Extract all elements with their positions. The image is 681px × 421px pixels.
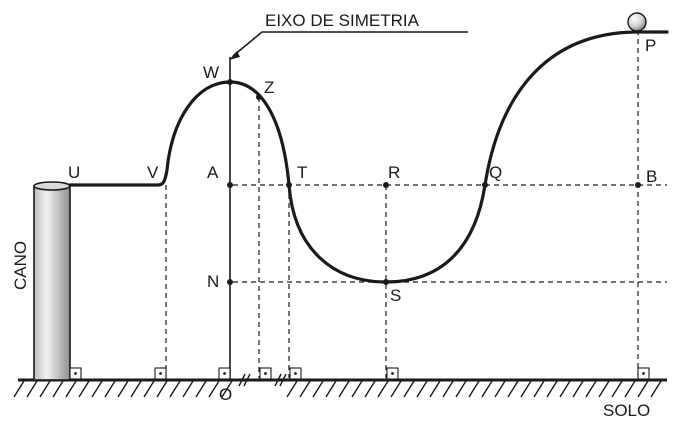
label-n: N: [207, 272, 219, 291]
symmetry-axis: [229, 31, 468, 387]
ground-hatch-mark: [364, 380, 376, 398]
ground-hatch-mark: [598, 380, 610, 398]
ground-hatch-mark: [481, 380, 493, 398]
label-w: W: [203, 63, 219, 82]
ground-hatch-mark: [377, 380, 389, 398]
ground-hatch-mark: [39, 380, 51, 398]
points: [227, 79, 641, 285]
ground-hatch-mark: [429, 380, 441, 398]
ground-hatch-mark: [52, 380, 64, 398]
label-a: A: [207, 163, 219, 182]
ground-hatch-mark: [169, 380, 181, 398]
ground-hatch-mark: [637, 380, 649, 398]
symmetry-axis-title: EIXO DE SIMETRIA: [265, 11, 420, 30]
ground-hatch-mark: [494, 380, 506, 398]
ground-hatch-mark: [455, 380, 467, 398]
ground-hatch-mark: [78, 380, 90, 398]
ground-hatch-mark: [559, 380, 571, 398]
ground-hatch-mark: [130, 380, 142, 398]
ground-hatch-mark: [520, 380, 532, 398]
ground-hatch-mark: [507, 380, 519, 398]
ground-hatch-mark: [143, 380, 155, 398]
ground-hatch-mark: [26, 380, 38, 398]
label-v: V: [147, 163, 159, 182]
ground-hatch-mark: [182, 380, 194, 398]
ground-hatching: [13, 380, 662, 398]
ball: [627, 12, 647, 32]
ground-hatch-mark: [65, 380, 77, 398]
ground-hatch-mark: [468, 380, 480, 398]
point-t: [286, 182, 292, 188]
point-z: [256, 94, 262, 100]
point-s: [383, 279, 389, 285]
label-q: Q: [489, 163, 502, 182]
label-solo: SOLO: [603, 401, 650, 420]
ground-hatch-mark: [403, 380, 415, 398]
point-n: [227, 279, 233, 285]
ground-hatch-mark: [442, 380, 454, 398]
ground-hatch-mark: [91, 380, 103, 398]
label-cano: CANO: [11, 241, 30, 290]
right-angle-markers: [69, 367, 650, 380]
ground-hatch-mark: [546, 380, 558, 398]
ground-hatch-mark: [104, 380, 116, 398]
label-p: P: [645, 36, 656, 55]
label-u: U: [68, 163, 80, 182]
ground-hatch-mark: [195, 380, 207, 398]
ground-hatch-mark: [572, 380, 584, 398]
point-w: [227, 79, 233, 85]
ground-hatch-mark: [416, 380, 428, 398]
ground-hatch-mark: [624, 380, 636, 398]
labels: EIXO DE SIMETRIA U V W Z A T R Q B P N S…: [11, 11, 657, 420]
label-t: T: [297, 163, 307, 182]
point-b: [635, 182, 641, 188]
label-z: Z: [264, 78, 274, 97]
ground-hatch-mark: [325, 380, 337, 398]
reference-lines: [51, 30, 667, 378]
ground-hatch-mark: [13, 380, 25, 398]
ground-hatch-mark: [156, 380, 168, 398]
track-curve: [68, 30, 669, 284]
ground-hatch-mark: [351, 380, 363, 398]
ground-hatch-mark: [221, 380, 233, 398]
label-s: S: [390, 286, 401, 305]
pipe: [33, 181, 71, 381]
label-o: O: [219, 385, 232, 404]
point-a: [227, 182, 233, 188]
ground-hatch-mark: [611, 380, 623, 398]
label-b: B: [646, 167, 657, 186]
ground-hatch-mark: [286, 380, 298, 398]
ground-hatch-mark: [299, 380, 311, 398]
ground-hatch-mark: [208, 380, 220, 398]
ground-hatch-mark: [533, 380, 545, 398]
ground-hatch-mark: [585, 380, 597, 398]
ground: [13, 378, 667, 398]
ground-hatch-mark: [390, 380, 402, 398]
point-r: [383, 182, 389, 188]
ground-hatch-mark: [312, 380, 324, 398]
ground-hatch-mark: [650, 380, 662, 398]
label-r: R: [388, 163, 400, 182]
point-q: [482, 182, 488, 188]
ground-hatch-mark: [117, 380, 129, 398]
ground-hatch-mark: [338, 380, 350, 398]
